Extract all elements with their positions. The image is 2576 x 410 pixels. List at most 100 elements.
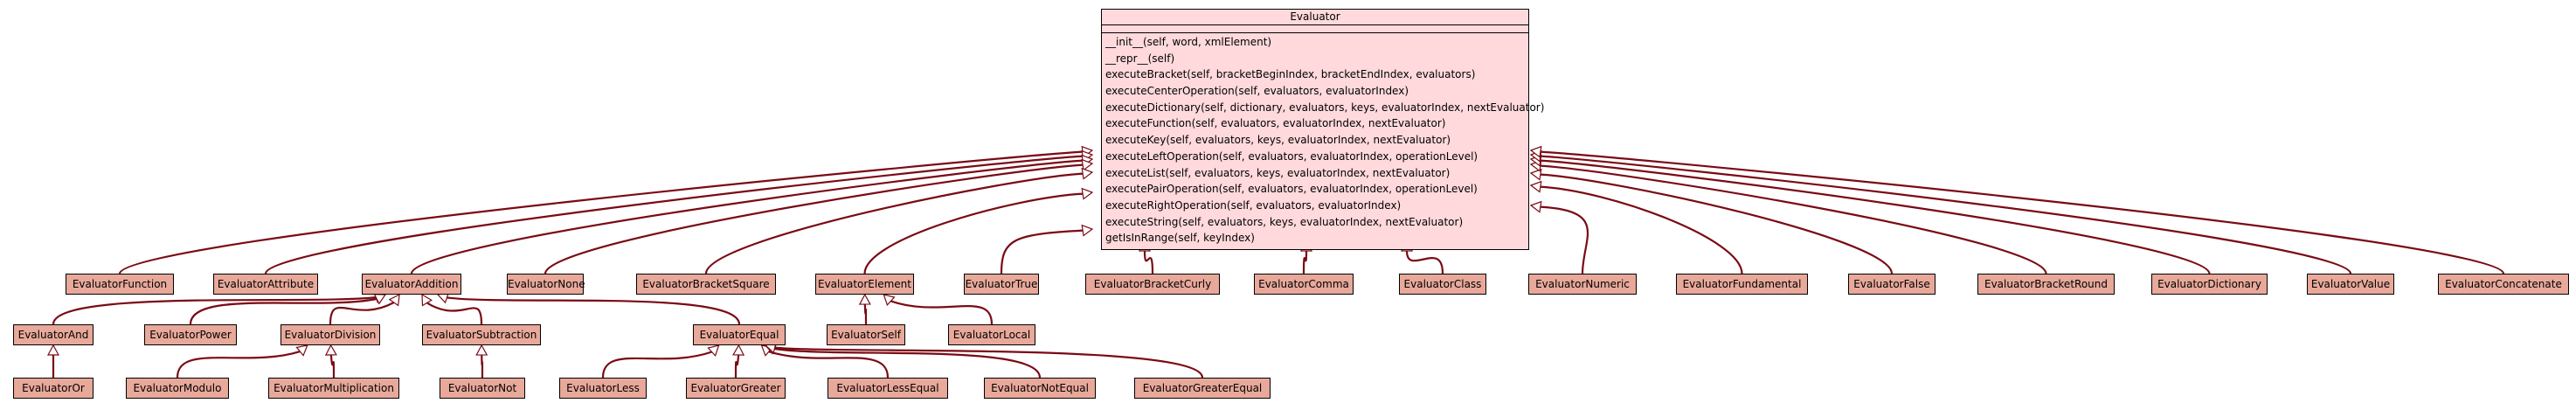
- method-execute-bracket: executeBracket(self, bracketBeginIndex, …: [1105, 68, 1476, 81]
- inheritance-arrow-EvaluatorGreater: [732, 344, 745, 356]
- class-node-modulo: EvaluatorModulo: [126, 378, 229, 399]
- method-execute-function: executeFunction(self, evaluators, evalua…: [1105, 117, 1446, 130]
- class-name-label: EvaluatorSubtraction: [426, 329, 537, 341]
- method-execute-key: executeKey(self, evaluators, keys, evalu…: [1105, 134, 1451, 147]
- inheritance-edge-EvaluatorClass: [1405, 250, 1444, 274]
- class-node-lessequal: EvaluatorLessEqual: [828, 378, 948, 399]
- class-name-label: EvaluatorLess: [566, 382, 640, 394]
- base-class-methods: __init__(self, word, xmlElement) __repr_…: [1102, 33, 1545, 249]
- inheritance-arrow-EvaluatorNot: [475, 344, 488, 356]
- inheritance-edge-EvaluatorNot: [481, 354, 484, 379]
- class-node-function: EvaluatorFunction: [66, 274, 174, 295]
- class-name-label: EvaluatorSelf: [831, 329, 901, 341]
- class-node-element: EvaluatorElement: [815, 274, 914, 295]
- evaluator-base-class: Evaluator __init__(self, word, xmlElemen…: [1101, 9, 1545, 250]
- inheritance-edge-EvaluatorFundamental: [1540, 185, 1743, 274]
- class-name-label: EvaluatorDictionary: [2157, 278, 2261, 290]
- inheritance-edge-EvaluatorAttribute: [264, 155, 1084, 274]
- inheritance-edge-EvaluatorGreater: [734, 354, 740, 379]
- inheritance-edge-EvaluatorConcatenate: [1540, 150, 2505, 274]
- class-name-label: EvaluatorOr: [22, 382, 85, 394]
- class-name-label: EvaluatorEqual: [699, 329, 779, 341]
- class-node-class: EvaluatorClass: [1399, 274, 1486, 295]
- inheritance-arrow-EvaluatorBracketSquare: [1081, 167, 1094, 180]
- class-node-attribute: EvaluatorAttribute: [213, 274, 318, 295]
- method-execute-right-operation: executeRightOperation(self, evaluators, …: [1105, 198, 1402, 212]
- class-name-label: EvaluatorAnd: [17, 329, 89, 341]
- inheritance-arrow-EvaluatorLocal: [883, 294, 896, 307]
- method-execute-dictionary: executeDictionary(self, dictionary, eval…: [1105, 101, 1545, 114]
- method-execute-center-operation: executeCenterOperation(self, evaluators,…: [1105, 85, 1409, 98]
- class-node-bracketcurly: EvaluatorBracketCurly: [1085, 274, 1220, 295]
- class-name-label: EvaluatorDivision: [284, 329, 377, 341]
- inheritance-arrow-EvaluatorFundamental: [1529, 180, 1542, 193]
- method-execute-pair-operation: executePairOperation(self, evaluators, e…: [1105, 183, 1478, 196]
- class-node-notequal: EvaluatorNotEqual: [984, 378, 1096, 399]
- class-name-label: EvaluatorAddition: [364, 278, 459, 290]
- class-name-label: EvaluatorAttribute: [217, 278, 315, 290]
- inheritance-edge-EvaluatorLocal: [890, 300, 994, 325]
- inheritance-edge-EvaluatorBracketCurly: [1143, 250, 1154, 274]
- inheritance-edge-EvaluatorAnd: [52, 296, 377, 325]
- class-name-label: EvaluatorBracketSquare: [642, 278, 770, 290]
- class-name-label: EvaluatorGreater: [690, 382, 781, 394]
- class-node-and: EvaluatorAnd: [13, 324, 93, 345]
- class-node-addition: EvaluatorAddition: [362, 274, 461, 295]
- class-node-self: EvaluatorSelf: [827, 324, 905, 345]
- class-name-label: EvaluatorNumeric: [1535, 278, 1630, 290]
- class-name-label: EvaluatorFundamental: [1682, 278, 1802, 290]
- class-name-label: EvaluatorPower: [149, 329, 232, 341]
- class-node-concatenate: EvaluatorConcatenate: [2438, 274, 2569, 295]
- class-node-power: EvaluatorPower: [144, 324, 237, 345]
- inheritance-edge-EvaluatorPower: [189, 297, 377, 325]
- class-name-label: EvaluatorValue: [2310, 278, 2391, 290]
- method-execute-left-operation: executeLeftOperation(self, evaluators, e…: [1105, 149, 1478, 163]
- class-name-label: EvaluatorGreaterEqual: [1142, 382, 1263, 394]
- base-class-title: Evaluator: [1102, 10, 1528, 25]
- class-node-dictionary: EvaluatorDictionary: [2151, 274, 2268, 295]
- inheritance-arrow-EvaluatorElement: [1081, 187, 1094, 200]
- class-name-label: EvaluatorBracketRound: [1984, 278, 2108, 290]
- inheritance-edge-EvaluatorDivision: [329, 302, 395, 325]
- inheritance-edge-EvaluatorModulo: [176, 350, 301, 379]
- inheritance-edge-EvaluatorMultiplication: [329, 354, 336, 379]
- class-name-label: EvaluatorComma: [1258, 278, 1349, 290]
- inheritance-edge-EvaluatorEqual: [447, 296, 741, 325]
- class-name-label: EvaluatorNotEqual: [991, 382, 1089, 394]
- inheritance-edge-EvaluatorNumeric: [1540, 205, 1589, 274]
- inheritance-edge-EvaluatorFunction: [118, 150, 1084, 274]
- class-node-greater: EvaluatorGreater: [686, 378, 786, 399]
- method-repr: __repr__(self): [1105, 52, 1175, 65]
- class-node-false: EvaluatorFalse: [1848, 274, 1935, 295]
- inheritance-edge-EvaluatorTrue: [1000, 229, 1084, 274]
- class-name-label: EvaluatorFunction: [72, 278, 168, 290]
- method-get-is-in-range: getIsInRange(self, keyIndex): [1105, 232, 1255, 245]
- method-execute-list: executeList(self, evaluators, keys, eval…: [1105, 166, 1451, 179]
- class-node-fundamental: EvaluatorFundamental: [1676, 274, 1808, 295]
- inheritance-arrow-EvaluatorSelf: [858, 293, 871, 305]
- inheritance-edge-EvaluatorAddition: [410, 159, 1084, 274]
- class-node-or: EvaluatorOr: [13, 378, 93, 399]
- method-init: __init__(self, word, xmlElement): [1105, 36, 1272, 48]
- inheritance-edge-EvaluatorElement: [863, 192, 1084, 274]
- class-name-label: EvaluatorClass: [1403, 278, 1482, 290]
- inheritance-arrow-EvaluatorConcatenate: [1529, 145, 1542, 158]
- inheritance-arrow-EvaluatorFalse: [1529, 168, 1542, 181]
- class-name-label: EvaluatorModulo: [133, 382, 222, 394]
- inheritance-edge-EvaluatorComma: [1302, 250, 1308, 274]
- inheritance-edge-EvaluatorDictionary: [1540, 159, 2211, 274]
- class-node-true: EvaluatorTrue: [964, 274, 1039, 295]
- inheritance-edge-EvaluatorFalse: [1540, 173, 1894, 274]
- inheritance-arrow-EvaluatorDivision: [388, 293, 400, 307]
- class-node-local: EvaluatorLocal: [948, 324, 1035, 345]
- inheritance-arrow-EvaluatorNone: [1081, 158, 1094, 171]
- inheritance-edge-EvaluatorNotEqual: [774, 347, 1042, 379]
- inheritance-arrow-EvaluatorSubtraction: [421, 293, 433, 307]
- inheritance-arrow-EvaluatorNumeric: [1529, 200, 1542, 213]
- inheritance-edge-EvaluatorLess: [601, 351, 712, 379]
- inheritance-edge-EvaluatorBracketRound: [1540, 164, 2047, 274]
- inheritance-edge-EvaluatorGreaterEqual: [774, 346, 1204, 379]
- inheritance-arrow-EvaluatorTrue: [1081, 224, 1094, 237]
- class-name-label: EvaluatorNone: [508, 278, 585, 290]
